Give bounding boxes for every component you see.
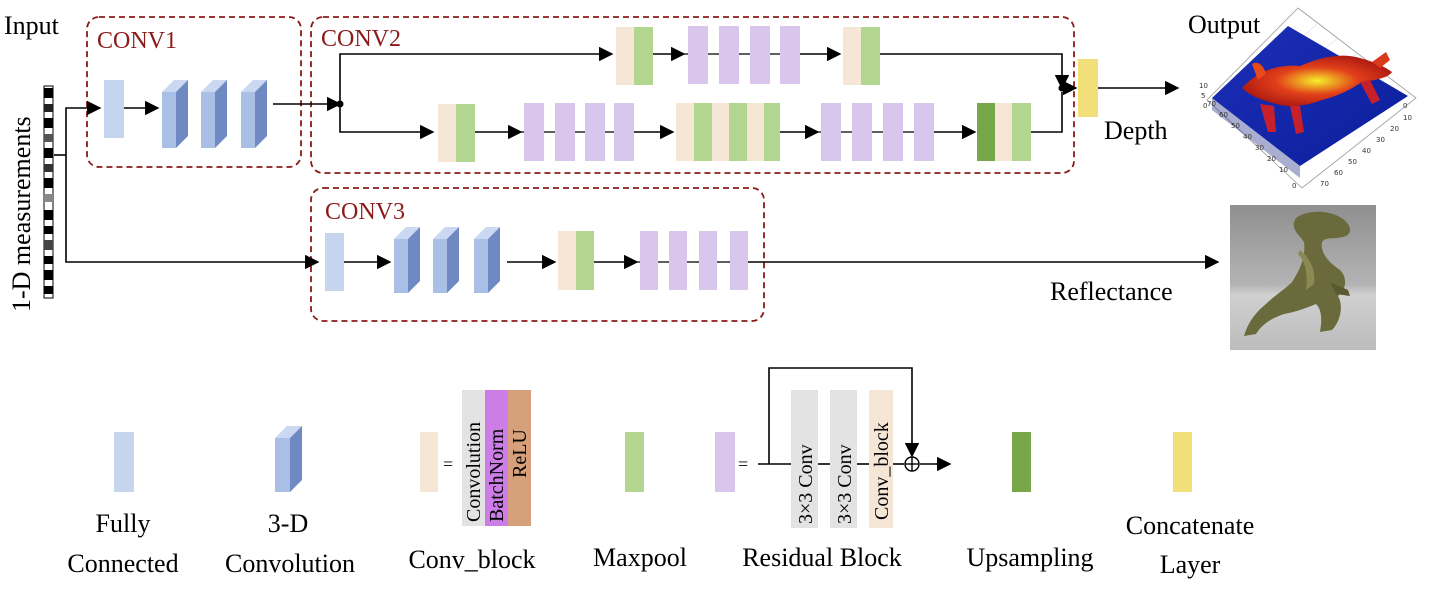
left-tick-3: 50: [1231, 122, 1240, 130]
concatenate-layer: [1078, 59, 1098, 117]
z-tick-1: 10: [1199, 82, 1208, 90]
z-tick-2: 5: [1201, 92, 1205, 100]
connections: [54, 46, 1220, 270]
conv3d-layer-5: [433, 227, 459, 293]
residual-conv3-4: [730, 231, 748, 290]
legend-conv3d-swatch: [275, 426, 302, 492]
conv3d-layer-6: [474, 227, 500, 293]
legend-concatenate-line1: Concatenate: [1126, 511, 1255, 540]
conv3d-layer-1: [162, 80, 188, 148]
left-tick-8: 0: [1292, 182, 1296, 190]
right-tick-3: 20: [1390, 125, 1399, 133]
residual-bottom-4: [614, 103, 634, 161]
depth-surface-plot: 10 5 0 70 60 50 40 30 20 10 0 0 10 20 30…: [1199, 7, 1417, 190]
right-tick-5: 40: [1362, 147, 1371, 155]
legend-upsampling-label: Upsampling: [966, 543, 1093, 572]
residual-top-3: [750, 26, 770, 84]
conv-block-top-2: [843, 27, 880, 85]
legend-convblock-equals: =: [443, 454, 453, 474]
legend-convblock-swatch: [420, 432, 438, 492]
legend-residual-equals: =: [738, 454, 748, 474]
left-tick-5: 30: [1255, 144, 1264, 152]
legend-conv3d-line1: 3-D: [268, 509, 308, 538]
left-tick-6: 20: [1267, 155, 1276, 163]
right-tick-1: 0: [1403, 102, 1407, 110]
conv3d-layer-3: [241, 80, 267, 148]
legend-residual-conv1: 3×3 Conv: [795, 444, 817, 524]
right-tick-4: 30: [1376, 136, 1385, 144]
left-tick-4: 40: [1243, 133, 1252, 141]
merge-node: [1058, 84, 1066, 92]
reflectance-photo: [1230, 205, 1376, 350]
conv3d-layer-4: [394, 227, 420, 293]
conv-block-bottom-1: [438, 104, 475, 162]
legend-fc-line1: Fully: [96, 509, 151, 538]
left-tick-7: 10: [1279, 166, 1288, 174]
legend-residual-conv2: 3×3 Conv: [834, 444, 856, 524]
conv3-box: [310, 187, 765, 322]
measurement-strip: [43, 85, 54, 299]
right-tick-2: 10: [1403, 114, 1412, 122]
z-tick-3: 0: [1203, 102, 1207, 110]
legend-upsampling-swatch: [1012, 432, 1031, 492]
residual-bottom-8: [914, 103, 934, 161]
residual-top-2: [719, 26, 739, 84]
residual-conv3-2: [669, 231, 687, 290]
legend-residual-swatch: [715, 432, 735, 492]
legend-convblock-batchnorm: BatchNorm: [486, 428, 508, 522]
legend-residual-label: Residual Block: [742, 543, 902, 572]
residual-bottom-5: [821, 103, 841, 161]
upsample-block: [977, 103, 1031, 161]
residual-bottom-1: [524, 103, 544, 161]
residual-bottom-7: [883, 103, 903, 161]
legend-convblock-label: Conv_block: [408, 545, 535, 574]
legend-concatenate-swatch: [1173, 432, 1192, 492]
legend-fc-swatch: [114, 432, 134, 492]
legend-convblock-stack: Convolution BatchNorm ReLU: [462, 390, 531, 526]
legend-fc-line2: Connected: [67, 549, 178, 578]
residual-bottom-3: [585, 103, 605, 161]
right-tick-8: 70: [1320, 180, 1329, 188]
legend-residual-convblock: Conv_block: [871, 422, 893, 520]
residual-conv3-1: [640, 231, 658, 290]
legend-maxpool-label: Maxpool: [593, 543, 687, 572]
residual-bottom-6: [852, 103, 872, 161]
conv-block-stack: [676, 103, 780, 161]
legend-residual-diagram: 3×3 Conv 3×3 Conv Conv_block: [758, 367, 952, 528]
legend-concatenate-line2: Layer: [1160, 550, 1221, 579]
legend-convblock-convolution: Convolution: [463, 422, 485, 522]
conv-block-top-1: [616, 27, 653, 85]
residual-top-4: [780, 26, 800, 84]
fc-layer-1: [104, 80, 124, 138]
conv3-label: CONV3: [325, 199, 405, 225]
depth-label: Depth: [1104, 116, 1168, 145]
fc-layer-2: [325, 233, 344, 291]
measurements-label: 1-D measurements: [7, 116, 36, 312]
conv-block-conv3: [558, 231, 594, 290]
residual-bottom-2: [555, 103, 575, 161]
right-tick-7: 60: [1334, 169, 1343, 177]
conv1-box: [86, 16, 302, 168]
right-tick-6: 50: [1348, 158, 1357, 166]
residual-conv3-3: [699, 231, 717, 290]
reflectance-label: Reflectance: [1050, 277, 1173, 306]
conv2-label: CONV2: [321, 26, 401, 52]
output-label: Output: [1188, 10, 1261, 39]
conv3d-layer-2: [201, 80, 227, 148]
input-label: Input: [4, 11, 60, 40]
residual-top-1: [688, 26, 708, 84]
split-node: [336, 100, 344, 108]
legend-maxpool-swatch: [625, 432, 644, 492]
left-tick-2: 60: [1219, 111, 1228, 119]
legend-conv3d-line2: Convolution: [225, 549, 355, 578]
legend-convblock-relu: ReLU: [509, 429, 531, 478]
left-tick-1: 70: [1207, 100, 1216, 108]
conv1-label: CONV1: [97, 28, 177, 54]
